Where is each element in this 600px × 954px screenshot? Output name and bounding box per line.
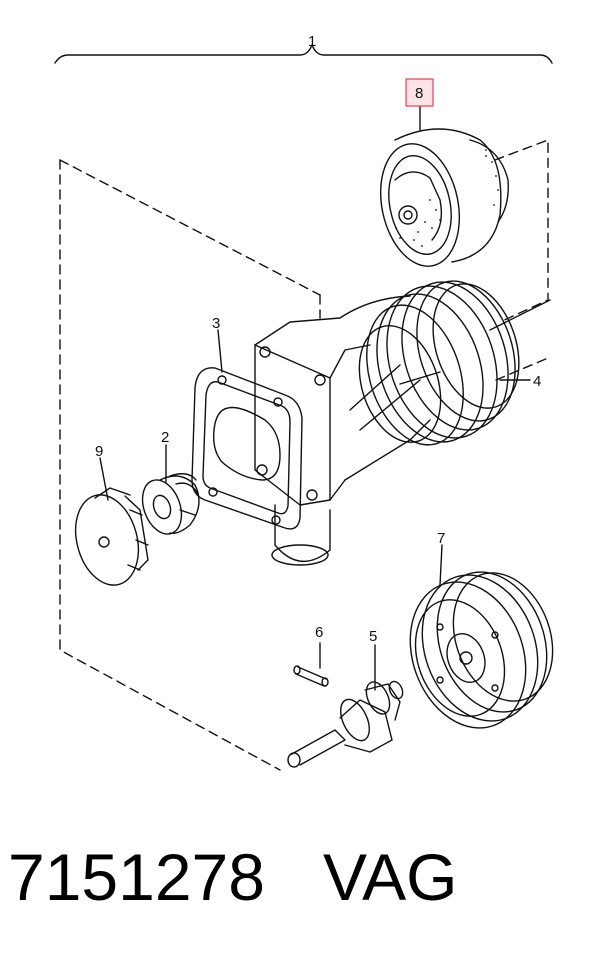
- callout-7: 7: [437, 530, 445, 547]
- assembly-bracket: [54, 44, 553, 64]
- brand-name: VAG: [322, 840, 458, 914]
- part-2-seal: [141, 473, 200, 535]
- callout-5: 5: [369, 628, 377, 645]
- callout-8: 8: [415, 85, 423, 102]
- callout-9: 9: [95, 443, 103, 460]
- part-7-drive-pulley: [409, 571, 554, 729]
- part-4-pump-housing: [254, 280, 520, 566]
- callout-3: 3: [212, 315, 220, 332]
- callout-4: 4: [533, 373, 541, 390]
- part-8-pulley-hub: [379, 128, 509, 267]
- part-9-impeller: [74, 487, 149, 586]
- callout-6: 6: [315, 624, 323, 641]
- assembly-outline: [59, 139, 549, 771]
- callout-1: 1: [308, 33, 316, 50]
- part-caption: 7151278 VAG: [8, 832, 598, 922]
- part-6-pin: [293, 665, 329, 687]
- part-5-shaft: [287, 680, 404, 768]
- part-number: 7151278: [8, 840, 265, 914]
- leader-lines: [99, 104, 551, 691]
- callout-2: 2: [161, 429, 169, 446]
- callout-8-highlight: [405, 78, 434, 107]
- exploded-parts-diagram: 1 2 3 4 5 6 7 8 9: [54, 33, 554, 771]
- part-3-gasket: [191, 367, 303, 530]
